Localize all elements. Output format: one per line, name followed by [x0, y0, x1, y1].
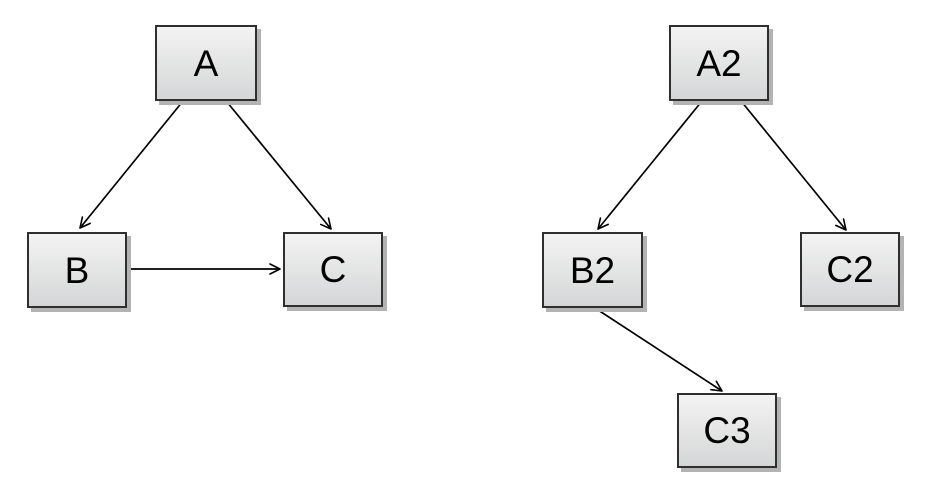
node-label: C: [319, 249, 347, 290]
edge-A2-to-B2[interactable]: [597, 100, 703, 230]
node-label: C3: [703, 410, 751, 451]
node-label: C2: [826, 249, 874, 290]
edge-A2-to-C2[interactable]: [740, 100, 847, 231]
node-label: B: [64, 249, 90, 291]
node-label: A2: [696, 42, 742, 84]
node-B[interactable]: B: [27, 232, 127, 308]
edge-A-to-C[interactable]: [226, 101, 332, 230]
node-label: A: [193, 42, 219, 84]
edge-B2-to-C3[interactable]: [594, 307, 723, 392]
node-label: B2: [569, 249, 616, 291]
edge-A-to-B[interactable]: [79, 100, 184, 229]
node-B2[interactable]: B2: [542, 232, 643, 308]
node-C3[interactable]: C3: [677, 393, 777, 468]
node-A[interactable]: A: [155, 25, 257, 101]
node-C[interactable]: C: [283, 232, 383, 307]
node-A2[interactable]: A2: [669, 25, 769, 101]
node-C2[interactable]: C2: [800, 232, 900, 307]
